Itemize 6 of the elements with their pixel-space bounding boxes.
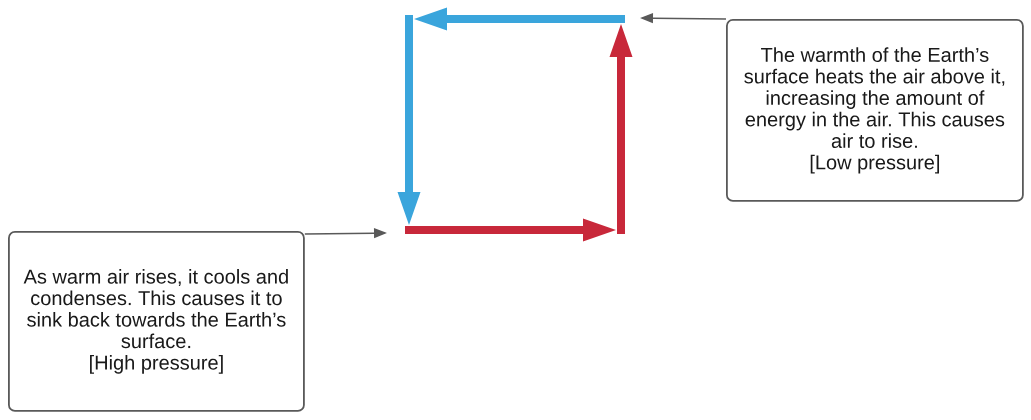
- pressure-label: [Low pressure]: [810, 154, 939, 174]
- callout-box: [8, 231, 305, 412]
- description-text: As warm air rises, it cools and condenses. This causes it to sink back towards the Earth’s surface.: [23, 269, 288, 349]
- callout-box: [726, 19, 1024, 202]
- pressure-label: [High pressure]: [90, 355, 223, 374]
- description-text: The warmth of the Earth’s surface heats the air above it, increasing the amount of energy in the air. This causes air to rise.: [744, 47, 1005, 148]
